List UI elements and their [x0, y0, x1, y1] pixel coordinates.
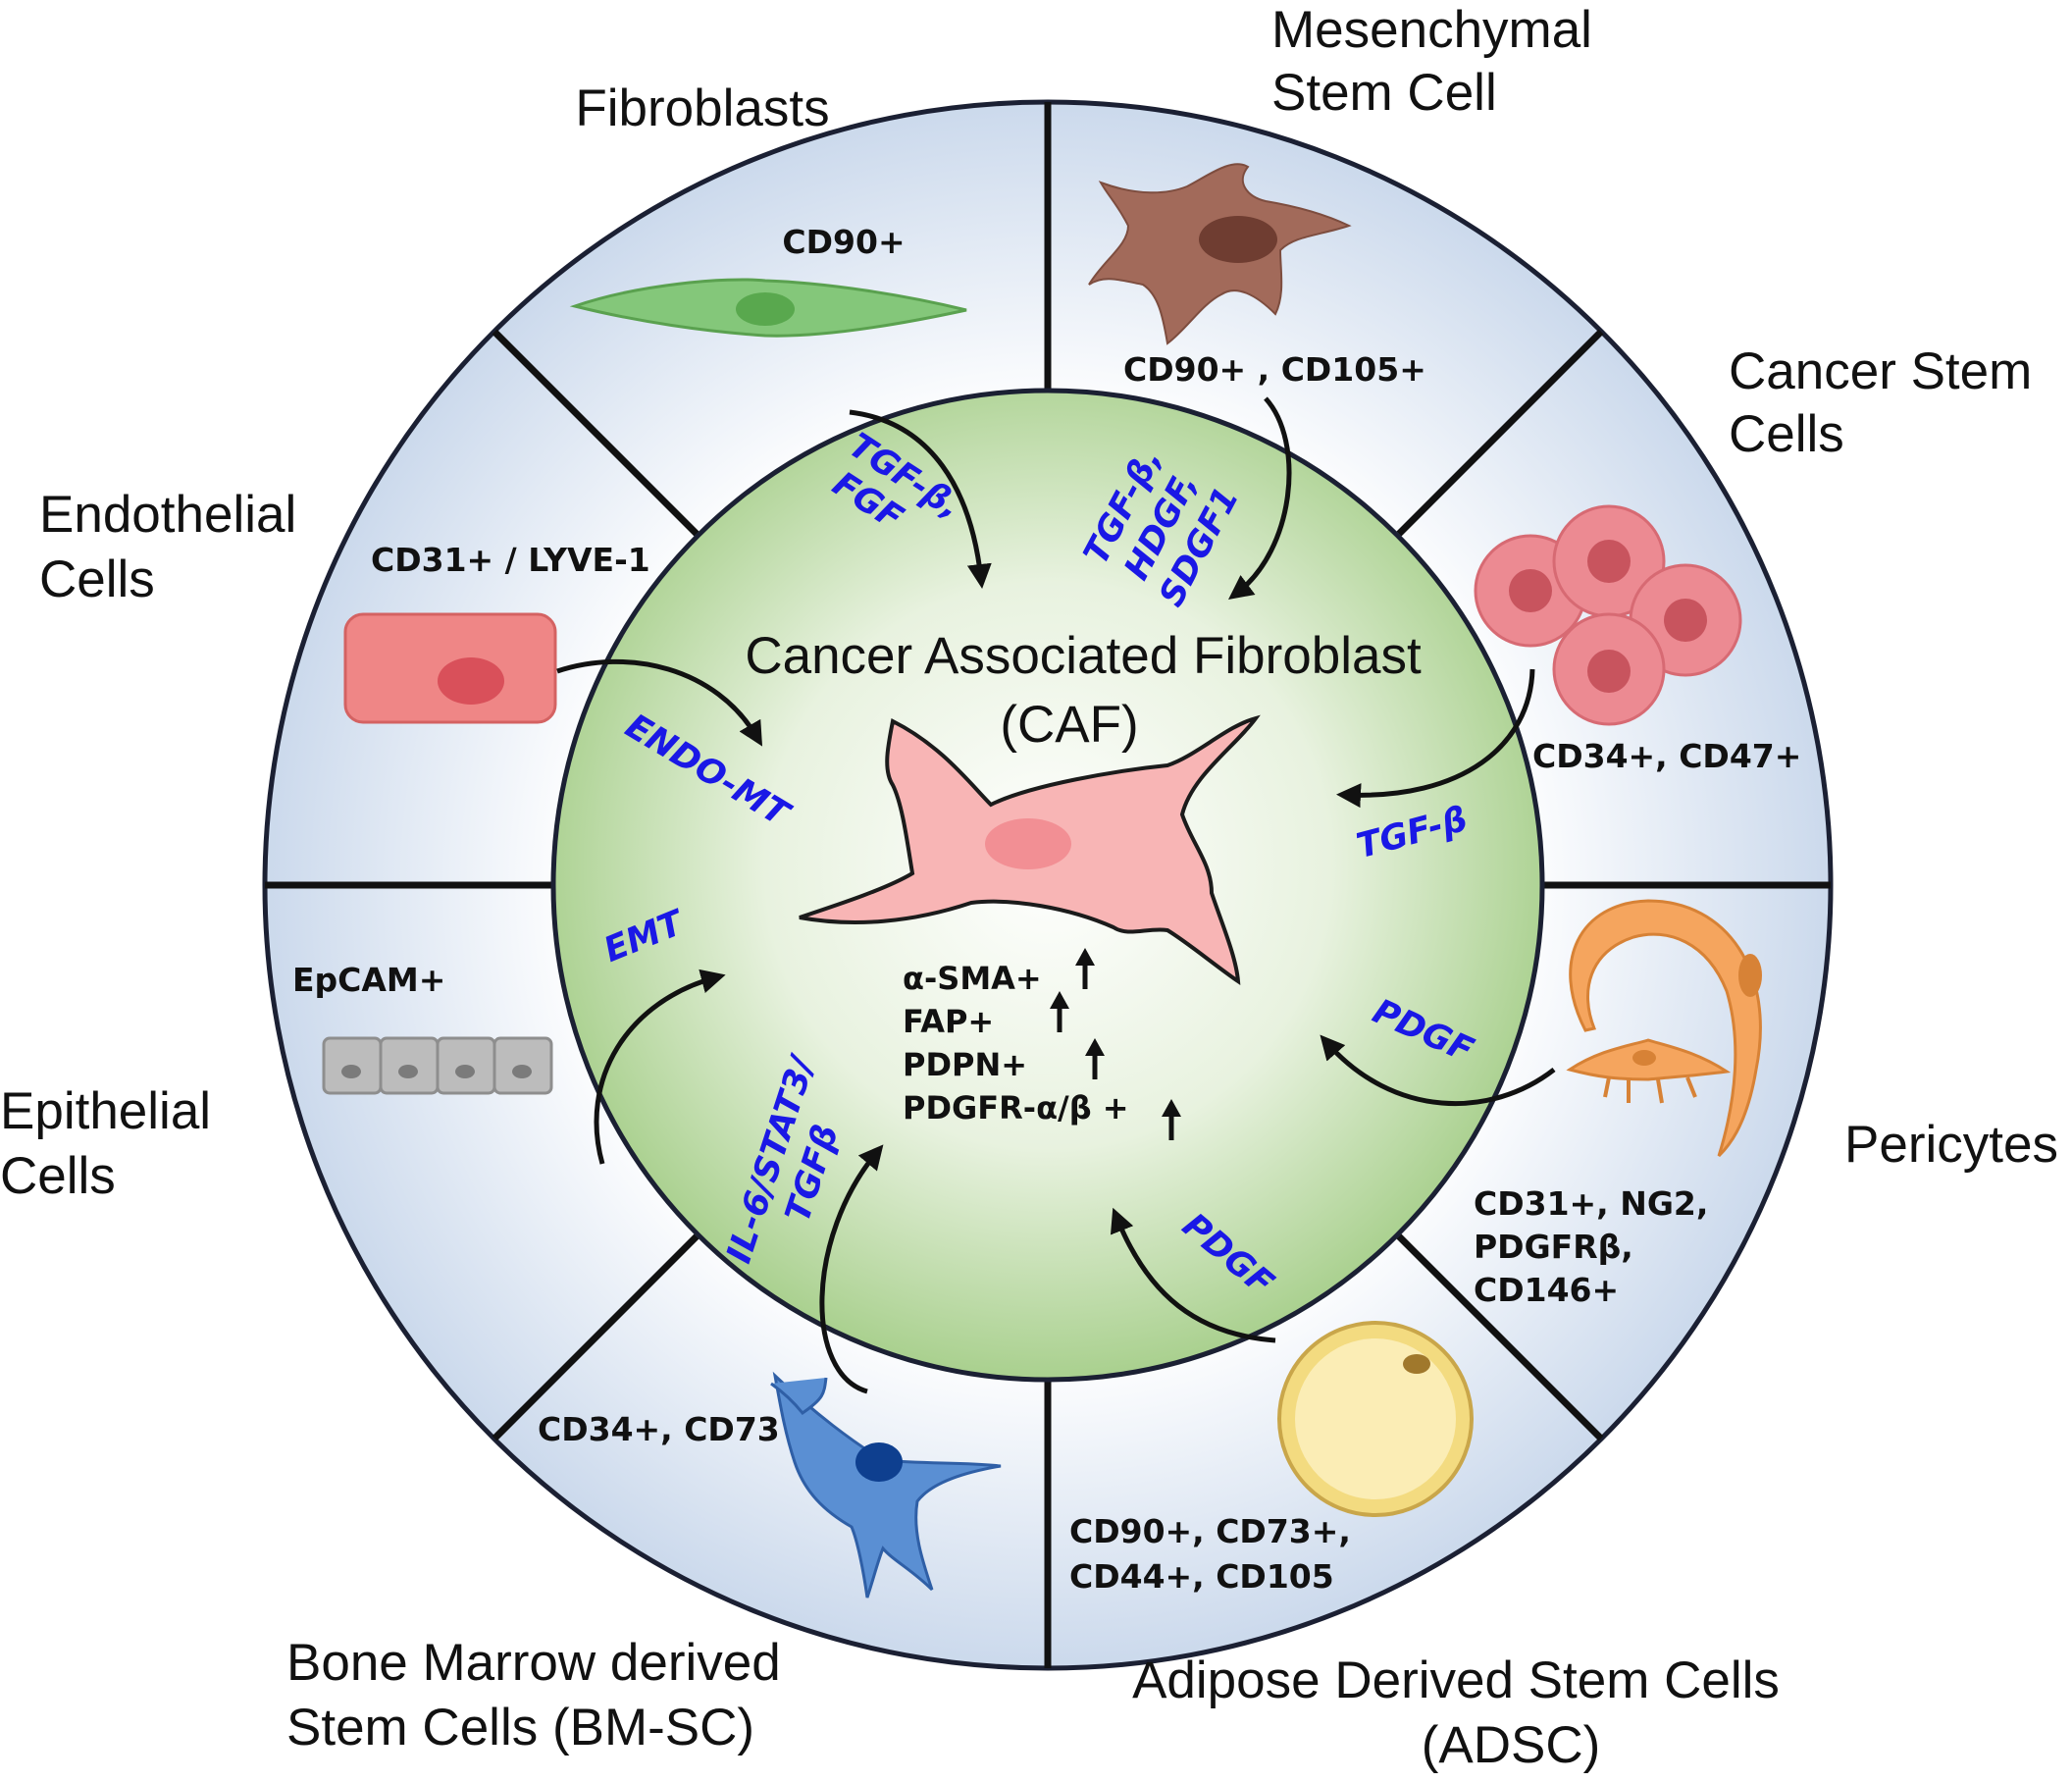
cancer-stem-cell-cluster-icon: [1474, 504, 1742, 726]
markers-pericytes-line2: PDGFRβ,: [1474, 1228, 1633, 1266]
mesenchymal-stem-cell-icon: [1088, 163, 1352, 345]
arrow-pericytes: [1320, 1034, 1556, 1106]
source-label-adsc-line2: (ADSC): [1422, 1716, 1601, 1774]
caf-abbreviation: (CAF): [1000, 696, 1138, 754]
pericyte-icon: [1566, 899, 1762, 1158]
sector-dividers: [265, 102, 1831, 1668]
source-label-csc-line2: Cells: [1729, 405, 1844, 463]
arrow-csc: [1336, 668, 1535, 809]
markers-bmsc: CD34+, CD73: [538, 1410, 780, 1448]
arrow-bmsc: [819, 1144, 884, 1394]
source-label-msc-line1: Mesenchymal: [1271, 1, 1592, 59]
markers-fibroblasts: CD90+: [782, 223, 905, 261]
epithelial-cells-icon: [322, 1036, 553, 1095]
source-label-endothelial-line1: Endothelial: [39, 486, 296, 544]
bone-marrow-stem-cell-icon: [770, 1371, 1002, 1599]
marker-fap: FAP+: [903, 1003, 994, 1040]
spindle-fibroblast-icon: [569, 278, 967, 338]
source-label-pericytes: Pericytes: [1844, 1116, 2058, 1174]
source-label-endothelial-line2: Cells: [39, 550, 155, 608]
up-arrows: [1050, 948, 1181, 1140]
markers-csc: CD34+, CD47+: [1532, 737, 1801, 775]
arrow-adsc: [1110, 1207, 1276, 1343]
markers-endothelial: CD31+ / LYVE-1: [371, 541, 650, 579]
source-label-epithelial-line2: Cells: [0, 1147, 116, 1205]
caf-title: Cancer Associated Fibroblast: [745, 627, 1422, 685]
source-label-bmsc-line1: Bone Marrow derived: [286, 1634, 781, 1692]
markers-epithelial: EpCAM+: [292, 961, 445, 999]
upregulated-markers: α-SMA+ FAP+ PDPN+ PDGFR-α/β +: [903, 948, 1181, 1140]
source-label-csc-line1: Cancer Stem: [1729, 342, 2032, 400]
markers-adsc-line2: CD44+, CD105: [1069, 1557, 1334, 1596]
markers-msc: CD90+ , CD105+: [1123, 350, 1426, 389]
source-label-epithelial-line1: Epithelial: [0, 1082, 211, 1140]
arrow-epithelial: [594, 969, 726, 1165]
markers-adsc-line1: CD90+, CD73+,: [1069, 1512, 1351, 1550]
source-label-fibroblasts: Fibroblasts: [575, 79, 829, 137]
source-label-adsc-line1: Adipose Derived Stem Cells: [1132, 1651, 1780, 1709]
marker-pdgfr: PDGFR-α/β +: [903, 1089, 1129, 1127]
arrow-endothelial: [556, 658, 763, 747]
caf-cell-icon: [799, 714, 1261, 986]
source-label-msc-line2: Stem Cell: [1271, 64, 1497, 122]
arrow-fibroblasts: [849, 409, 992, 589]
marker-asma: α-SMA+: [903, 960, 1042, 997]
endothelial-cell-icon: [343, 612, 557, 724]
marker-pdpn: PDPN+: [903, 1046, 1027, 1083]
adipocyte-icon: [1277, 1321, 1474, 1517]
arrow-msc: [1228, 396, 1292, 601]
source-label-bmsc-line2: Stem Cells (BM-SC): [286, 1699, 754, 1756]
markers-pericytes-line3: CD146+: [1474, 1271, 1619, 1309]
markers-pericytes-line1: CD31+, NG2,: [1474, 1184, 1708, 1223]
